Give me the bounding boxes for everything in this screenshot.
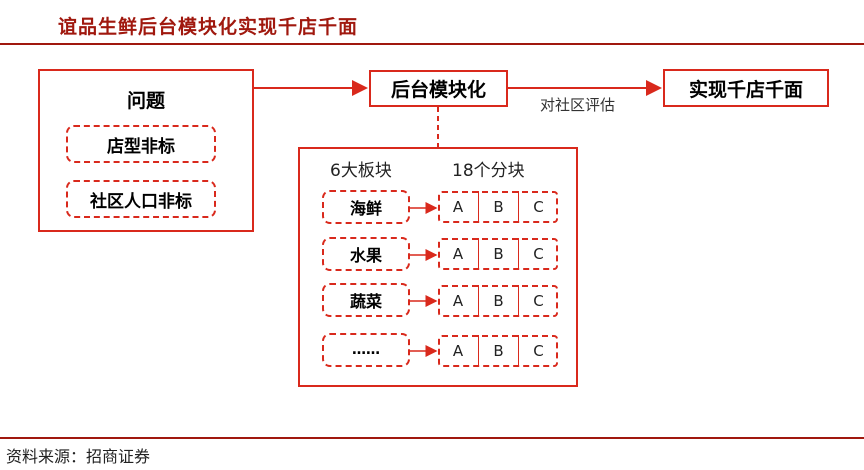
edge-label: 对社区评估 [540,96,616,114]
subblock-cell: C [518,191,558,223]
modules-right-header: 18个分块 [452,161,525,181]
subblock-cell: C [518,335,558,367]
modules-left-header: 6大板块 [330,161,392,181]
problem-item-store-type: 店型非标 [66,125,216,163]
top-divider [0,43,864,45]
subblock-cell: A [452,292,464,310]
subblock-cell: C [518,285,558,317]
module-seafood: 海鲜 [322,190,410,224]
modules-box [298,147,578,387]
problem-heading: 问题 [126,90,165,112]
module-more: …… [322,333,410,367]
subblock-cell: B [478,285,518,317]
problem-item-community-population: 社区人口非标 [66,180,216,218]
subblock-group [438,238,558,270]
module-vegetables: 蔬菜 [322,283,410,317]
source-note: 资料来源：招商证券 [6,447,151,466]
subblock-cell: A [452,245,464,263]
module-fruit: 水果 [322,237,410,271]
subblock-cell: A [452,198,464,216]
subblock-group [438,191,558,223]
subblock-group [438,335,558,367]
subblock-group [438,285,558,317]
right-node: 实现千店千面 [663,69,829,107]
subblock-cell: C [518,238,558,270]
page-title: 谊品生鲜后台模块化实现千店千面 [58,16,359,38]
subblock-cell: B [478,335,518,367]
bottom-divider [0,437,864,439]
subblock-cell: A [452,342,464,360]
subblock-cell: B [478,238,518,270]
problem-box [38,69,254,232]
center-node: 后台模块化 [369,70,508,107]
subblock-cell: B [478,191,518,223]
